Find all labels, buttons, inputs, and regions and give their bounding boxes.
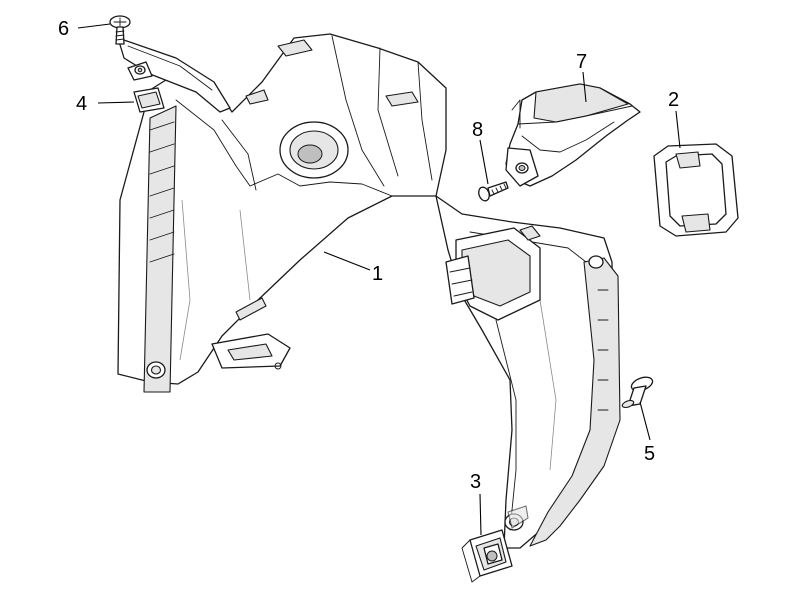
leader-6 [77,23,111,29]
inner-panel-part [117,33,621,549]
callout-4: 4 [76,93,87,115]
callout-2: 2 [668,89,679,111]
cover-bracket-part [505,83,641,187]
rectangular-seal-part [653,143,739,237]
callout-7: 7 [576,51,587,73]
leader-7 [582,71,587,103]
callout-3: 3 [470,471,481,493]
leader-5 [639,401,651,441]
callout-5: 5 [644,443,655,465]
leader-8 [479,139,489,185]
leader-4 [97,101,135,104]
leader-2 [675,110,681,149]
leader-1 [323,251,371,271]
leader-3 [479,493,482,536]
leader-lines [77,23,681,536]
speed-nut-top-part [127,61,165,113]
callout-labels: 1 2 3 4 5 6 7 8 [58,18,679,493]
callout-1: 1 [372,263,383,285]
speed-nut-bottom-part [461,529,513,583]
screw-part [478,181,509,202]
callout-8: 8 [472,119,483,141]
callout-6: 6 [58,18,69,40]
rivet-part [621,376,654,409]
screw-top-part [109,15,131,45]
